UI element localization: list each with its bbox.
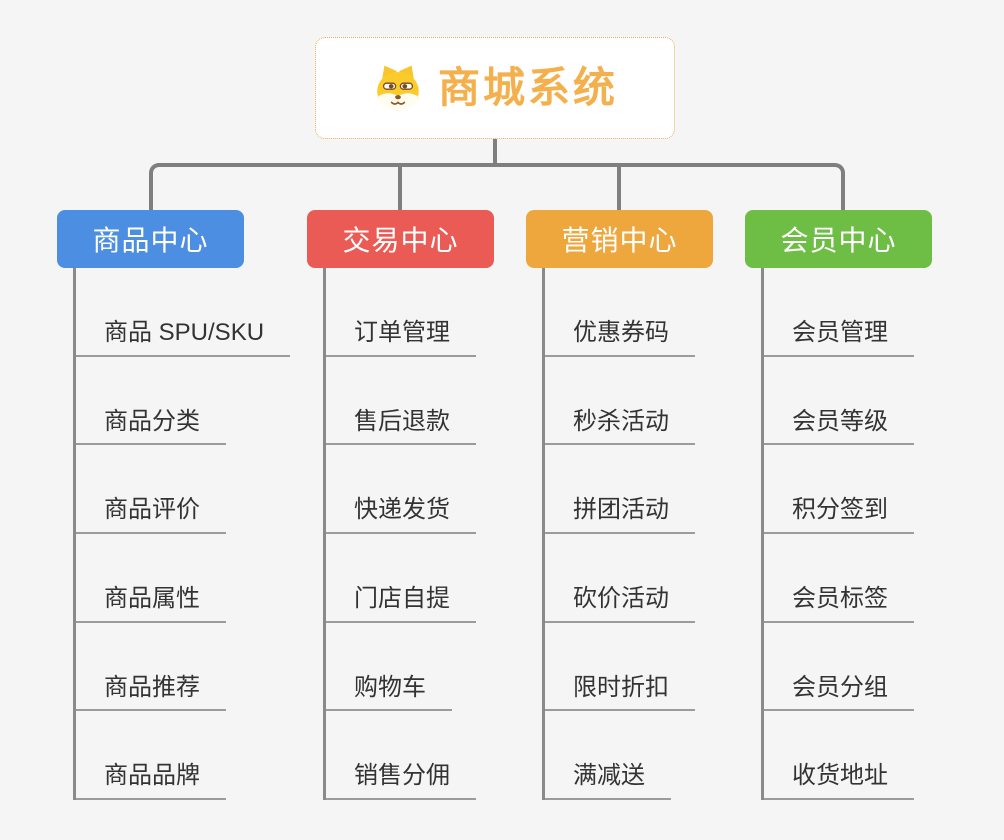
leaf-item[interactable]: 快递发货	[326, 496, 476, 535]
leaf-item[interactable]: 满减送	[545, 762, 671, 801]
leaf-item[interactable]: 商品品牌	[76, 762, 226, 801]
leaf-row: 优惠券码	[545, 268, 766, 357]
connector-elbow-right	[827, 163, 845, 214]
connector-drop-3	[617, 163, 621, 210]
branch-node-trade-center[interactable]: 交易中心	[307, 210, 494, 268]
leaf-row: 会员等级	[764, 357, 985, 446]
leaf-item[interactable]: 售后退款	[326, 408, 476, 446]
leaf-item[interactable]: 优惠券码	[545, 319, 695, 357]
leaf-item[interactable]: 订单管理	[326, 319, 476, 357]
leaf-item[interactable]: 购物车	[326, 674, 452, 712]
leaf-row: 门店自提	[326, 534, 547, 623]
leaf-row: 购物车	[326, 623, 547, 712]
leaf-item[interactable]: 砍价活动	[545, 585, 695, 623]
leaf-row: 快递发货	[326, 445, 547, 535]
leaf-row: 订单管理	[326, 268, 547, 357]
leaf-item[interactable]: 限时折扣	[545, 674, 695, 712]
leaf-item[interactable]: 商品属性	[76, 585, 226, 623]
leaf-row: 销售分佣	[326, 711, 547, 801]
leaf-row: 售后退款	[326, 357, 547, 446]
leaf-item[interactable]: 收货地址	[764, 762, 914, 801]
leaf-row: 商品 SPU/SKU	[76, 268, 297, 357]
connector-root-stub	[493, 139, 497, 167]
root-node[interactable]: 商城系统	[315, 37, 675, 139]
leaf-item[interactable]: 商品 SPU/SKU	[76, 319, 291, 357]
leaf-item[interactable]: 商品分类	[76, 408, 226, 446]
root-title: 商城系统	[437, 64, 618, 111]
branch-node-member-center[interactable]: 会员中心	[745, 210, 932, 268]
leaf-row: 会员标签	[764, 534, 985, 623]
leaf-item[interactable]: 会员分组	[764, 674, 914, 712]
leaf-list: 订单管理售后退款快递发货门店自提购物车销售分佣	[323, 268, 547, 801]
leaf-row: 收货地址	[764, 711, 985, 801]
leaf-list: 商品 SPU/SKU 商品分类商品评价商品属性商品推荐商品品牌	[73, 268, 297, 801]
leaf-row: 商品分类	[76, 357, 297, 446]
leaf-row: 积分签到	[764, 445, 985, 535]
leaf-item[interactable]: 商品评价	[76, 496, 226, 535]
leaf-row: 商品推荐	[76, 623, 297, 712]
leaf-row: 砍价活动	[545, 534, 766, 623]
leaf-item[interactable]: 会员标签	[764, 585, 914, 623]
leaf-row: 会员分组	[764, 623, 985, 712]
leaf-row: 商品评价	[76, 445, 297, 535]
leaf-item[interactable]: 商品推荐	[76, 674, 226, 712]
branch-node-product-center[interactable]: 商品中心	[57, 210, 244, 268]
leaf-item[interactable]: 拼团活动	[545, 496, 695, 535]
leaf-list: 会员管理会员等级积分签到会员标签会员分组收货地址	[761, 268, 985, 801]
connector-elbow-left	[149, 163, 167, 214]
leaf-item[interactable]: 积分签到	[764, 496, 914, 535]
leaf-item[interactable]: 会员等级	[764, 408, 914, 446]
branch-node-marketing-center[interactable]: 营销中心	[526, 210, 713, 268]
leaf-item[interactable]: 秒杀活动	[545, 408, 695, 446]
leaf-row: 拼团活动	[545, 445, 766, 535]
dog-face-icon	[372, 64, 424, 112]
leaf-row: 秒杀活动	[545, 357, 766, 446]
branch-product-center: 商品中心 商品 SPU/SKU 商品分类商品评价商品属性商品推荐商品品牌	[57, 210, 297, 801]
leaf-item[interactable]: 门店自提	[326, 585, 476, 623]
leaf-item[interactable]: 销售分佣	[326, 762, 476, 801]
connector-horizontal-bar	[157, 163, 833, 167]
leaf-row: 会员管理	[764, 268, 985, 357]
leaf-row: 商品属性	[76, 534, 297, 623]
leaf-row: 满减送	[545, 711, 766, 801]
branch-member-center: 会员中心 会员管理会员等级积分签到会员标签会员分组收货地址	[745, 210, 985, 801]
leaf-row: 商品品牌	[76, 711, 297, 801]
leaf-list: 优惠券码秒杀活动拼团活动砍价活动限时折扣满减送	[542, 268, 766, 801]
leaf-item[interactable]: 会员管理	[764, 319, 914, 357]
branch-trade-center: 交易中心 订单管理售后退款快递发货门店自提购物车销售分佣	[307, 210, 547, 801]
branch-marketing-center: 营销中心 优惠券码秒杀活动拼团活动砍价活动限时折扣满减送	[526, 210, 766, 801]
leaf-row: 限时折扣	[545, 623, 766, 712]
connector-drop-2	[398, 163, 402, 210]
